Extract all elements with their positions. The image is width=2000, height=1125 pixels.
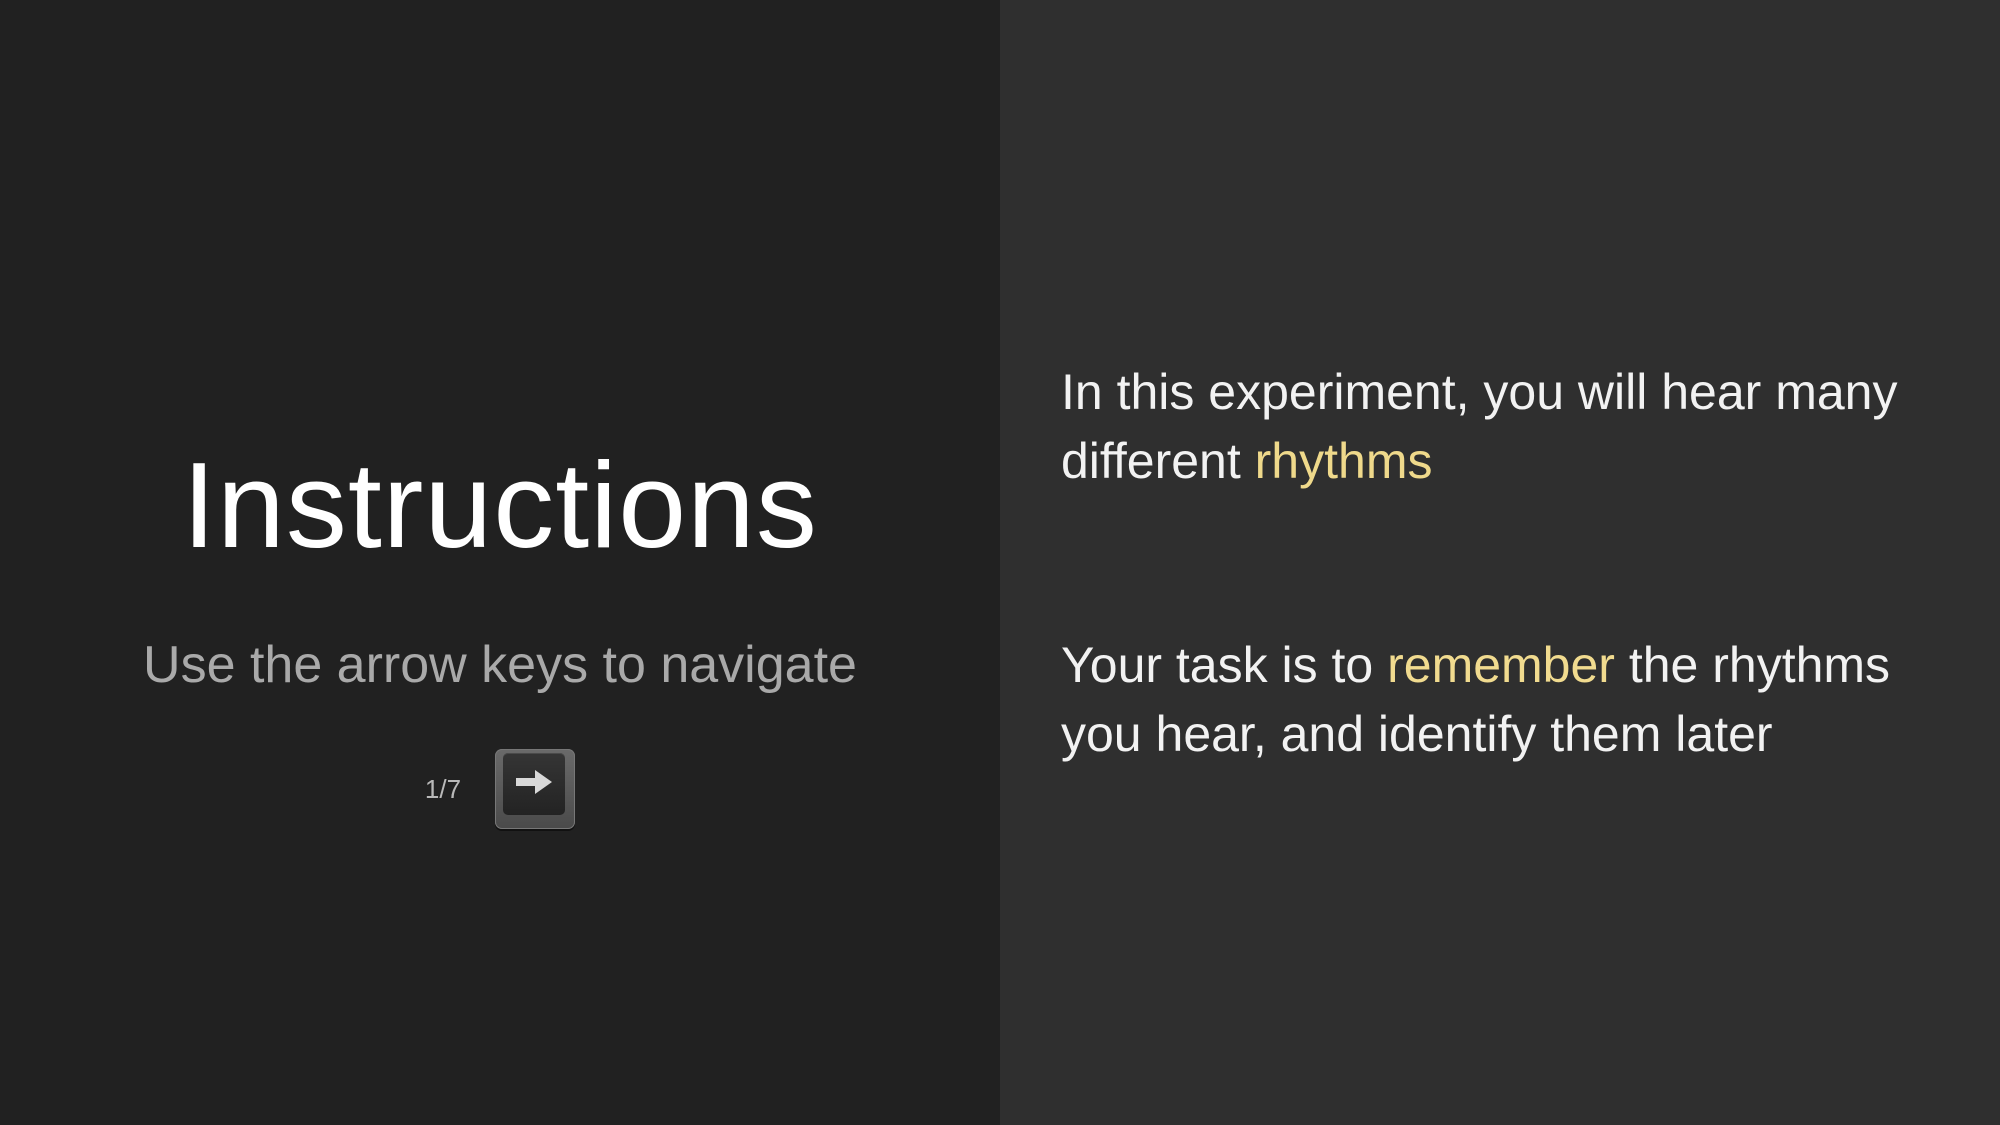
- instruction-paragraph-1: In this experiment, you will hear many d…: [1061, 358, 1961, 496]
- instruction-paragraph-2-text: Your task is to: [1061, 637, 1388, 693]
- next-page-button[interactable]: [495, 749, 576, 829]
- right-panel: In this experiment, you will hear many d…: [1000, 0, 2000, 1125]
- right-arrow-icon: [516, 770, 553, 794]
- navigation-hint: Use the arrow keys to navigate: [143, 636, 857, 694]
- instruction-paragraph-1-text: In this experiment, you will hear many d…: [1061, 364, 1898, 489]
- highlight-rhythms: rhythms: [1254, 433, 1433, 489]
- navigation-row: 1/7: [0, 749, 1000, 829]
- right-arrow-key-icon: [503, 753, 566, 815]
- left-panel: Instructions Use the arrow keys to navig…: [0, 437, 1000, 829]
- page-counter: 1/7: [424, 774, 462, 804]
- instruction-paragraph-2-tail: the rhythms you hear, and identify them …: [1061, 637, 1891, 762]
- highlight-remember: remember: [1387, 637, 1615, 693]
- page-title: Instructions: [182, 437, 818, 573]
- instruction-paragraph-2: Your task is to remember the rhythms you…: [1061, 631, 1961, 769]
